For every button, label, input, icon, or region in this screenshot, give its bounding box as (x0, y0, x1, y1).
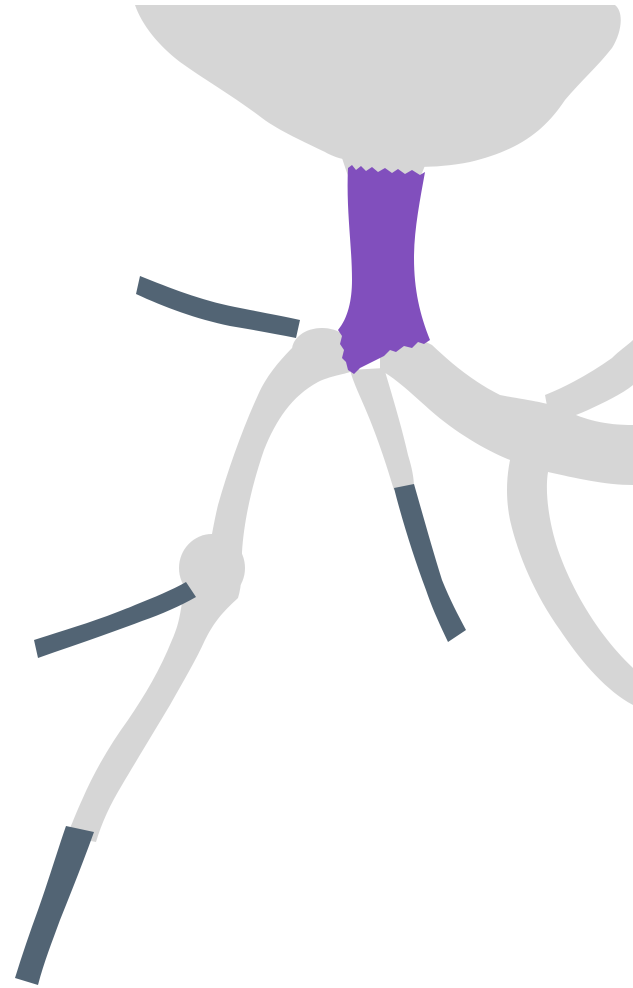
distal-branch-middle (394, 484, 466, 642)
right-upper-arm (545, 340, 633, 422)
distal-branch-bottom-left (15, 826, 94, 985)
highlighted-segment (338, 165, 430, 374)
vessel-sac (135, 5, 621, 167)
distal-branch-upper-left (136, 276, 300, 338)
